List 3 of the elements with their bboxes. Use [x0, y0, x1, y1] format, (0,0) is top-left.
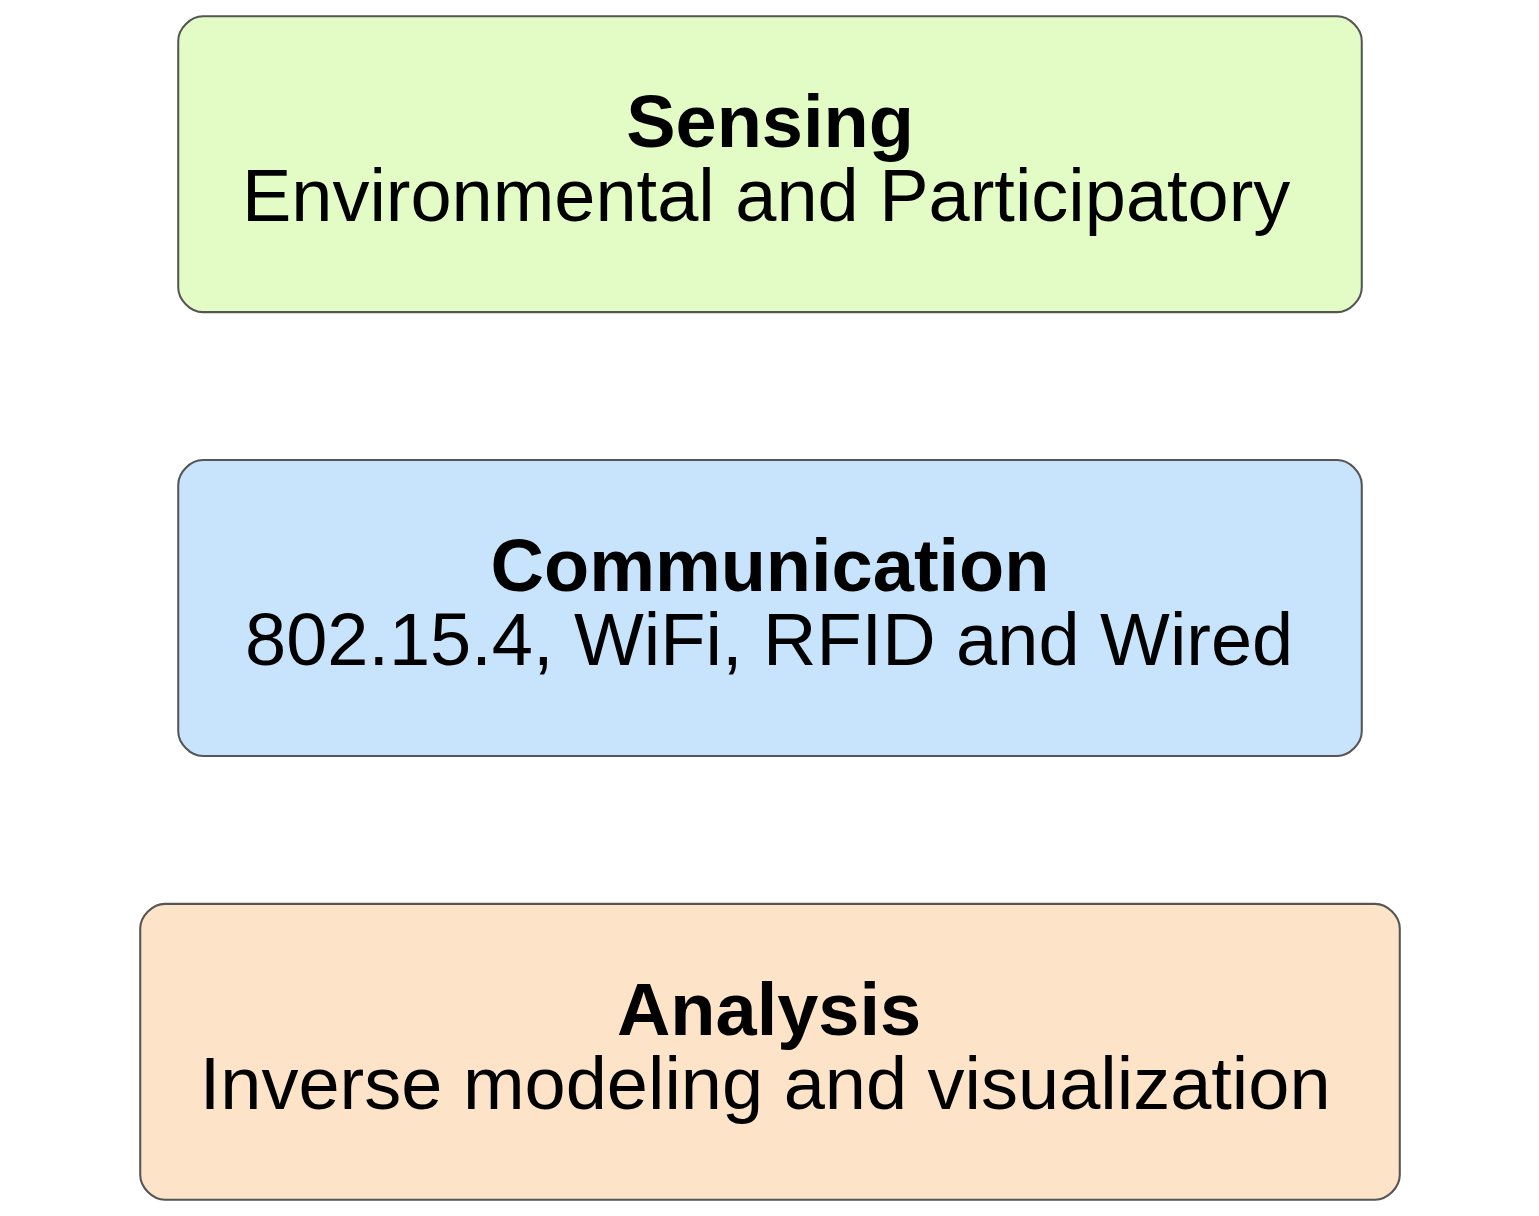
node-box: Communication 802.15.4, WiFi, RFID and Wired: [176, 459, 1363, 757]
node-box: Sensing Environmental and Participatory: [176, 15, 1363, 314]
node-box: Analysis Inverse modeling and visualization: [138, 902, 1401, 1201]
